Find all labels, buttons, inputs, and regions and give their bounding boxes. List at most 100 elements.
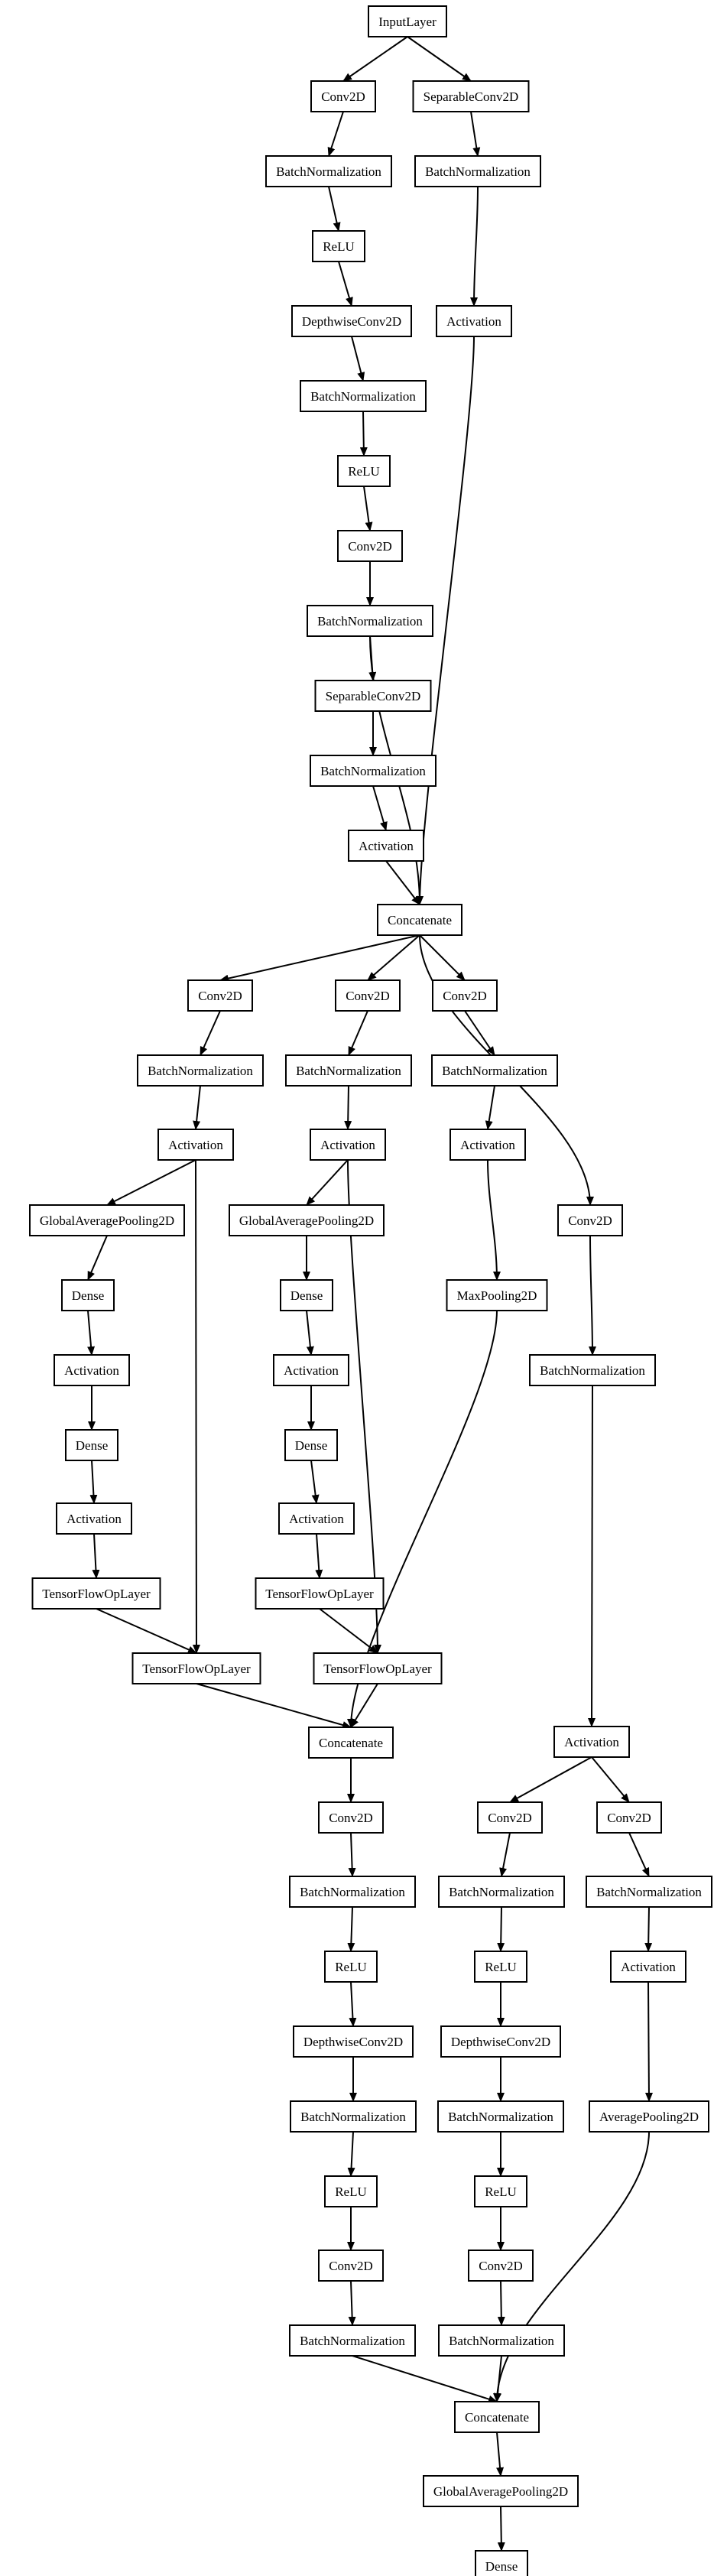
node-batchnormalization: BatchNormalization xyxy=(437,2100,564,2133)
node-batchnormalization: BatchNormalization xyxy=(289,2324,416,2357)
node-conv2d: Conv2D xyxy=(477,1801,543,1834)
node-box xyxy=(438,1876,565,1908)
edge-arrow xyxy=(348,2280,356,2326)
edge-line xyxy=(363,486,373,531)
edges-layer xyxy=(87,36,653,2552)
node-batchnormalization: BatchNormalization xyxy=(300,380,427,412)
node-label: BatchNormalization xyxy=(442,1064,547,1078)
node-separableconv2d: SeparableConv2D xyxy=(412,80,530,112)
node-box xyxy=(285,1054,412,1087)
node-batchnormalization: BatchNormalization xyxy=(586,1876,712,1908)
edge-arrow xyxy=(419,934,466,981)
edge-line xyxy=(347,1906,355,1952)
node-label: Concatenate xyxy=(319,1736,383,1750)
node-box xyxy=(318,2250,384,2282)
node-label: TensorFlowOpLayer xyxy=(142,1662,251,1676)
edge-arrow xyxy=(319,1608,378,1654)
node-box xyxy=(29,1204,185,1236)
node-box xyxy=(337,530,403,562)
edge-line xyxy=(200,1010,221,1056)
edge-arrow xyxy=(363,486,373,531)
edge-line xyxy=(628,1832,650,1877)
node-conv2d: Conv2D xyxy=(468,2250,534,2282)
edge-line xyxy=(499,1832,511,1877)
node-batchnormalization: BatchNormalization xyxy=(431,1054,558,1087)
edge-line xyxy=(338,261,353,307)
node-box xyxy=(586,1876,712,1908)
node-box xyxy=(308,1727,394,1759)
edge-line xyxy=(644,1981,653,2102)
edge-arrow xyxy=(588,1235,596,1356)
edge-arrow xyxy=(87,1310,96,1356)
edge-line xyxy=(588,1235,596,1356)
edge-arrow xyxy=(464,1010,495,1056)
node-activation: Activation xyxy=(348,830,424,862)
node-box xyxy=(310,80,376,112)
node-label: GlobalAveragePooling2D xyxy=(40,1213,174,1228)
node-dense: Dense xyxy=(61,1279,115,1311)
edge-line xyxy=(306,1159,349,1206)
node-label: BatchNormalization xyxy=(425,164,531,179)
edge-arrow xyxy=(89,1460,98,1504)
node-activation: Activation xyxy=(553,1726,630,1758)
node-box xyxy=(273,1354,349,1386)
edge-arrow xyxy=(200,1010,221,1056)
node-box xyxy=(437,2100,564,2133)
node-label: GlobalAveragePooling2D xyxy=(239,1213,374,1228)
node-concatenate: Concatenate xyxy=(377,904,462,936)
node-activation: Activation xyxy=(56,1502,132,1535)
node-activation: Activation xyxy=(436,305,512,337)
node-concatenate: Concatenate xyxy=(454,2401,540,2433)
node-label: Activation xyxy=(67,1512,122,1526)
node-label: Activation xyxy=(564,1735,619,1749)
node-label: BatchNormalization xyxy=(300,2110,406,2124)
edge-arrow xyxy=(306,1310,314,1356)
node-box xyxy=(324,1951,378,1983)
edge-arrow xyxy=(348,1010,368,1056)
node-label: SeparableConv2D xyxy=(326,689,421,703)
node-box xyxy=(335,979,401,1012)
node-label: Activation xyxy=(64,1363,119,1378)
edge-arrow xyxy=(338,261,353,307)
node-conv2d: Conv2D xyxy=(318,1801,384,1834)
node-globalaveragepooling2d: GlobalAveragePooling2D xyxy=(229,1204,385,1236)
node-box xyxy=(440,2025,561,2058)
node-relu: ReLU xyxy=(324,2175,378,2207)
edge-arrow xyxy=(328,186,341,232)
node-depthwiseconv2d: DepthwiseConv2D xyxy=(293,2025,414,2058)
node-maxpooling2d: MaxPooling2D xyxy=(446,1279,548,1311)
node-activation: Activation xyxy=(273,1354,349,1386)
node-box xyxy=(229,1204,385,1236)
edge-line xyxy=(351,336,365,382)
node-label: BatchNormalization xyxy=(310,389,416,404)
edge-line xyxy=(509,1756,592,1803)
edge-line xyxy=(470,186,479,307)
node-depthwiseconv2d: DepthwiseConv2D xyxy=(440,2025,561,2058)
edge-line xyxy=(367,934,420,981)
edge-line xyxy=(306,1310,314,1356)
node-conv2d: Conv2D xyxy=(337,530,403,562)
node-label: ReLU xyxy=(335,1960,367,1974)
edge-arrow xyxy=(372,785,388,831)
edge-line xyxy=(347,2131,355,2177)
node-box xyxy=(312,230,365,262)
edge-arrow xyxy=(342,36,408,82)
edge-line xyxy=(496,2431,505,2477)
node-box xyxy=(529,1354,656,1386)
node-label: SeparableConv2D xyxy=(424,89,519,104)
node-label: Concatenate xyxy=(465,2410,529,2425)
node-box xyxy=(291,305,412,337)
node-batchnormalization: BatchNormalization xyxy=(529,1354,656,1386)
node-label: Dense xyxy=(290,1288,323,1303)
node-box xyxy=(474,1951,527,1983)
edge-arrow xyxy=(351,336,365,382)
edge-arrow xyxy=(327,111,344,157)
node-activation: Activation xyxy=(310,1129,386,1161)
node-conv2d: Conv2D xyxy=(187,979,253,1012)
node-batchnormalization: BatchNormalization xyxy=(307,605,433,637)
node-label: ReLU xyxy=(485,1960,517,1974)
node-batchnormalization: BatchNormalization xyxy=(438,2324,565,2357)
edge-line xyxy=(87,1310,96,1356)
